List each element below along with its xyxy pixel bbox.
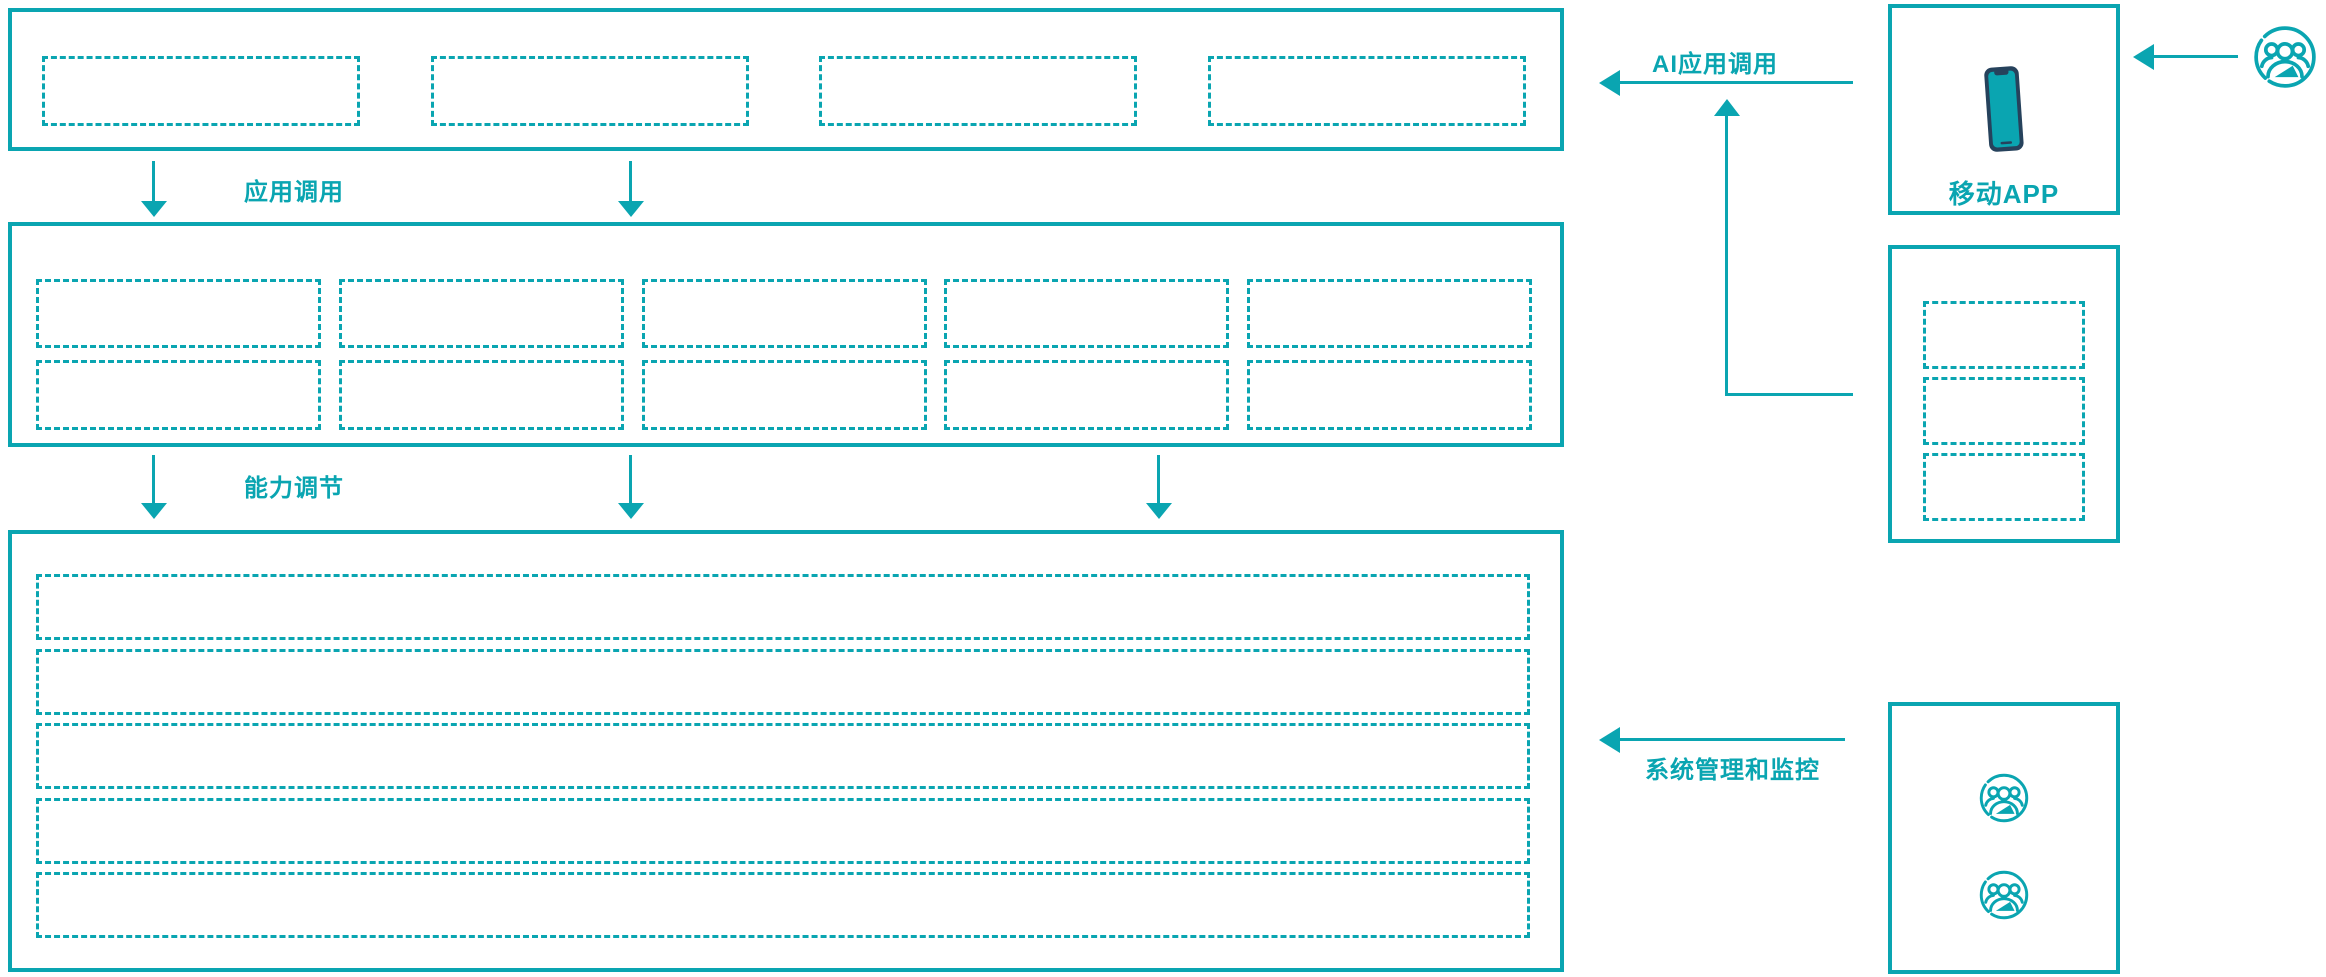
arrow-up-channel-call — [1713, 99, 1740, 396]
channel-placeholder-slot — [1923, 377, 2085, 445]
arrow-left-ai-app-call — [1599, 69, 1853, 96]
application-placeholder-slots — [42, 56, 1526, 126]
platform-placeholder-slot — [36, 797, 1530, 864]
capability-adjust-label: 能力调节 — [244, 475, 344, 502]
capability-placeholder-slot — [36, 360, 321, 430]
arrow-down-capability-3 — [1145, 455, 1172, 519]
arrow-left-system-management — [1599, 726, 1845, 753]
arrow-down-capability-2 — [617, 455, 644, 519]
capability-placeholder-slot — [1247, 279, 1532, 348]
arrow-down-head — [140, 503, 167, 519]
application-placeholder-slot — [1207, 56, 1526, 126]
system-management-label: 系统管理和监控 — [1645, 757, 1820, 784]
capability-placeholder-slot — [1247, 360, 1532, 430]
mobile-app-label: 移动APP — [1948, 179, 2060, 209]
application-placeholder-slot — [430, 56, 749, 126]
platform-placeholder-slot — [36, 648, 1530, 715]
connector-channel-horizontal — [1725, 393, 1853, 396]
ai-app-call-label: AI应用调用 — [1652, 51, 1778, 78]
arrow-down-head — [140, 201, 167, 217]
arrow-left-end-user — [2133, 43, 2238, 70]
application-placeholder-slot — [819, 56, 1138, 126]
arrow-left-head — [2133, 43, 2154, 70]
capability-placeholder-slot — [944, 279, 1230, 348]
capability-placeholder-slot — [338, 360, 624, 430]
users-icon — [1978, 772, 2030, 824]
channel-box — [1888, 245, 2120, 543]
arrow-down-head — [1145, 503, 1172, 519]
capability-placeholder-slot — [338, 279, 624, 348]
platform-placeholder-slot — [36, 574, 1530, 640]
users-icon — [2252, 24, 2318, 90]
application-layer-box — [8, 8, 1564, 151]
arrow-down-capability-1 — [140, 455, 167, 519]
capability-row-2 — [36, 360, 1532, 430]
channel-placeholder-slot — [1923, 453, 2085, 521]
app-call-label: 应用调用 — [244, 179, 344, 206]
mobile-app-box: 移动APP — [1888, 4, 2120, 215]
channel-placeholder-slot — [1923, 301, 2085, 369]
platform-placeholder-rows — [36, 574, 1530, 938]
arrow-down-head — [617, 503, 644, 519]
platform-placeholder-slot — [36, 872, 1530, 938]
application-placeholder-slot — [42, 56, 360, 126]
channel-placeholder-slots — [1892, 301, 2116, 521]
arrow-left-head — [1599, 726, 1620, 753]
capability-placeholder-slot — [641, 360, 927, 430]
arrow-up-head — [1713, 99, 1740, 116]
users-icon — [1978, 869, 2030, 921]
admin-users-icons — [1892, 772, 2116, 921]
platform-layer-box — [8, 530, 1564, 972]
capability-row-1 — [36, 279, 1532, 348]
smartphone-icon — [1981, 62, 2027, 163]
capability-placeholder-slot — [944, 360, 1230, 430]
arrow-down-app-call-2 — [617, 161, 644, 217]
capability-layer-box — [8, 222, 1564, 447]
arrow-left-head — [1599, 69, 1620, 96]
arrow-down-head — [617, 201, 644, 217]
arrow-down-app-call-1 — [140, 161, 167, 217]
capability-placeholder-slot — [36, 279, 321, 348]
admin-box — [1888, 702, 2120, 974]
platform-placeholder-slot — [36, 723, 1530, 789]
capability-placeholder-slot — [641, 279, 927, 348]
